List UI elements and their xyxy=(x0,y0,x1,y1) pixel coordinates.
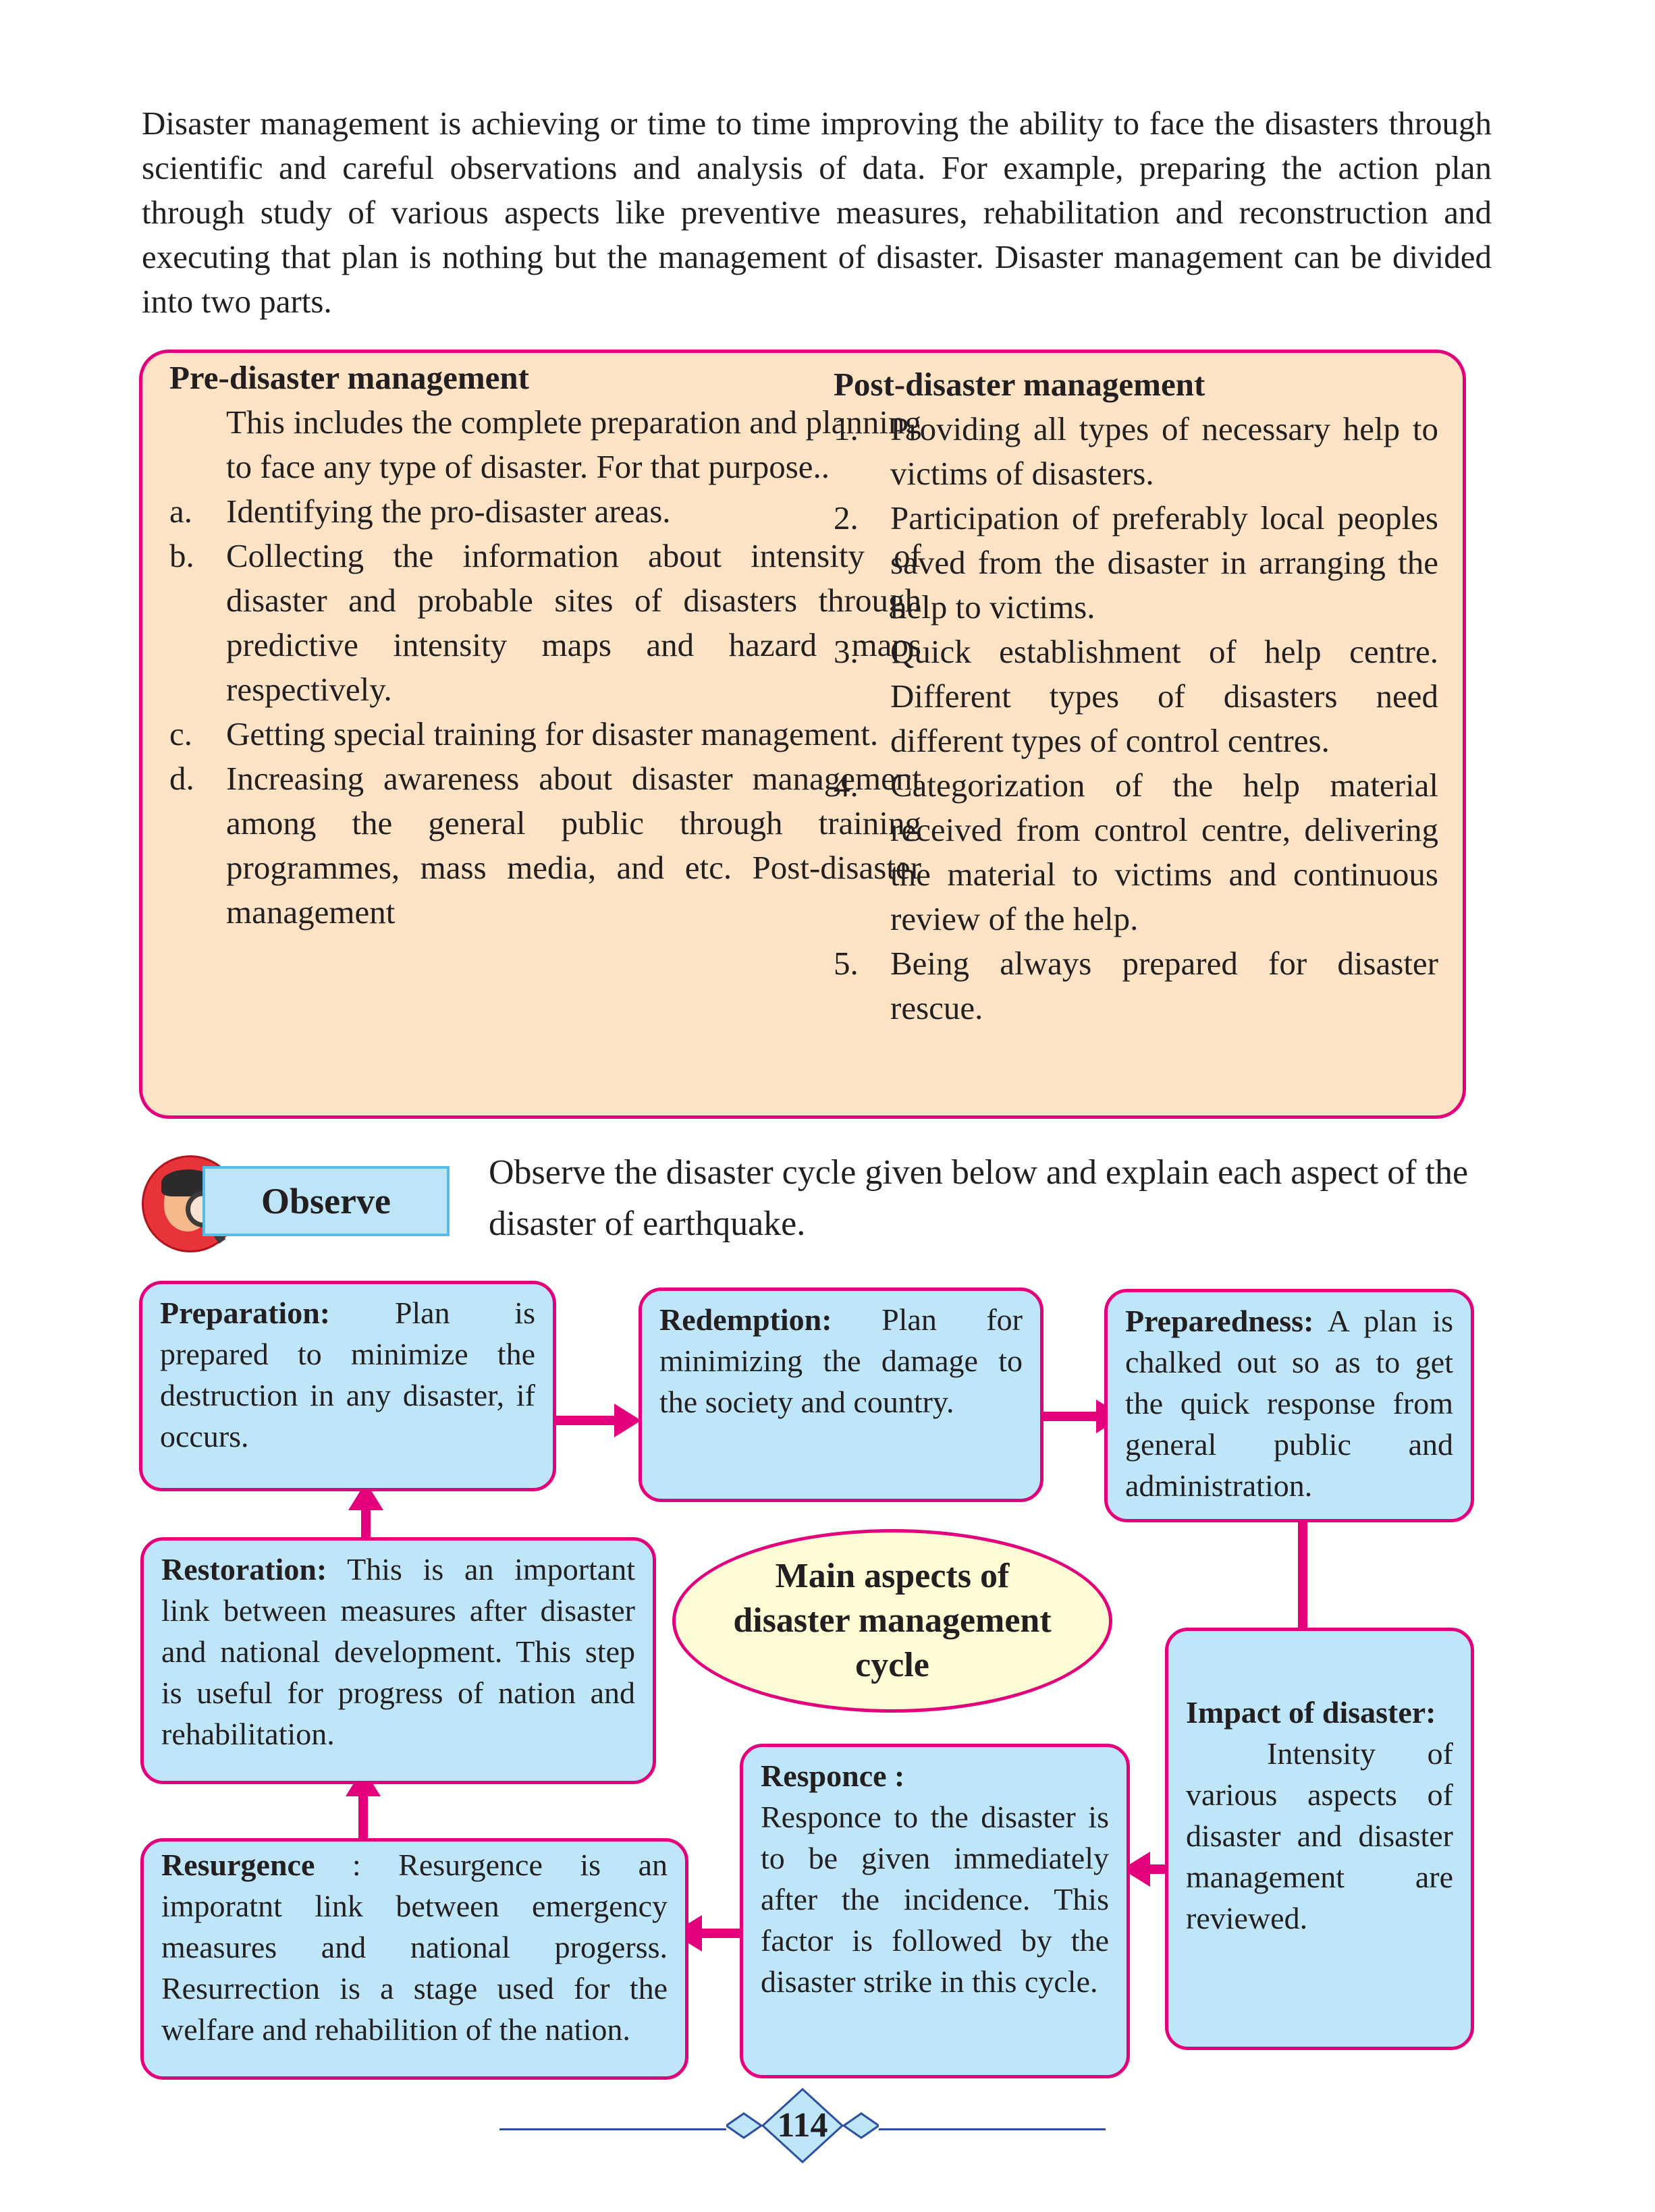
list-marker: 2. xyxy=(834,499,859,536)
pre-disaster-title: Pre-disaster management xyxy=(169,359,529,396)
list-item-text: Identifying the pro-disaster areas. xyxy=(226,493,671,530)
list-marker: 3. xyxy=(834,633,859,670)
list-marker: 1. xyxy=(834,410,859,447)
list-item: 2. Participation of preferably local peop… xyxy=(834,496,1438,630)
footer-rule-left xyxy=(499,2128,726,2130)
redemption-box: Redemption: Plan for minimizing the dama… xyxy=(639,1288,1043,1502)
preparation-title: Preparation: xyxy=(160,1296,331,1330)
cycle-center-label: Main aspects of disaster management cycl… xyxy=(733,1557,1052,1684)
list-item-text: Getting special training for disaster ma… xyxy=(226,715,879,752)
page-number: 114 xyxy=(777,2106,828,2145)
cycle-center-ellipse: Main aspects of disaster management cycl… xyxy=(672,1529,1112,1713)
list-item-text: Providing all types of necessary help to… xyxy=(890,410,1438,492)
list-item-text: Collecting the information about intensi… xyxy=(226,537,921,708)
resurgence-title: Resurgence xyxy=(161,1848,315,1882)
management-panel: Pre-disaster management This includes th… xyxy=(139,350,1466,1119)
restoration-title: Restoration: xyxy=(161,1552,327,1586)
post-disaster-list: 1. Providing all types of necessary help … xyxy=(834,407,1438,1030)
list-item-text: Being always prepared for disaster rescu… xyxy=(890,945,1438,1026)
pre-disaster-list: a. Identifying the pro-disaster areas. b.… xyxy=(169,489,921,935)
pre-disaster-column: Pre-disaster management This includes th… xyxy=(169,356,921,935)
preparedness-box: Preparedness: A plan is chalked out so a… xyxy=(1104,1289,1474,1522)
resurgence-text: : Resurgence is an imporatnt link betwee… xyxy=(161,1848,668,2047)
resurgence-box: Resurgence : Resurgence is an imporatnt … xyxy=(140,1838,688,2080)
list-marker: 5. xyxy=(834,945,859,982)
observe-instruction: Observe the disaster cycle given below a… xyxy=(489,1153,1469,1243)
list-item: c. Getting special training for disaster … xyxy=(169,712,921,756)
redemption-title: Redemption: xyxy=(659,1302,832,1337)
responce-text: Responce to the disaster is to be given … xyxy=(761,1800,1109,1999)
observe-tag: Observe xyxy=(202,1166,450,1236)
list-item: 4. Categorization of the help material re… xyxy=(834,763,1438,941)
preparation-box: Preparation: Plan is prepared to minimiz… xyxy=(139,1281,556,1491)
responce-title: Responce : xyxy=(761,1759,905,1793)
list-marker: 4. xyxy=(834,767,859,804)
page-number-badge xyxy=(726,2087,879,2164)
preparation-text: Plan is prepared to minimize the destruc… xyxy=(160,1296,535,1454)
list-item: 1. Providing all types of necessary help … xyxy=(834,407,1438,496)
list-marker: a. xyxy=(169,493,192,530)
restoration-text: This is an important link between measur… xyxy=(161,1552,635,1751)
list-item: b. Collecting the information about inten… xyxy=(169,534,921,712)
pre-disaster-lead: This includes the complete preparation a… xyxy=(226,404,921,485)
preparedness-title: Preparedness: xyxy=(1125,1304,1314,1338)
list-item: d. Increasing awareness about disaster ma… xyxy=(169,756,921,935)
post-disaster-title: Post-disaster management xyxy=(834,366,1205,403)
arrow-preparation-to-redemption xyxy=(556,1404,641,1437)
redemption-text: Plan for minimizing the damage to the so… xyxy=(659,1302,1023,1419)
list-marker: b. xyxy=(169,537,194,574)
responce-box: Responce : Responce to the disaster is t… xyxy=(740,1744,1130,2078)
preparedness-text: A plan is chalked out so as to get the q… xyxy=(1125,1304,1453,1503)
footer-rule-right xyxy=(879,2128,1106,2130)
intro-paragraph: Disaster management is achieving or time… xyxy=(142,105,1492,320)
post-disaster-column: Post-disaster management 1. Providing all… xyxy=(834,362,1438,1030)
list-item: 3. Quick establishment of help centre. Di… xyxy=(834,630,1438,763)
list-item-text: Categorization of the help material rece… xyxy=(890,767,1438,937)
impact-title: Impact of disaster: xyxy=(1186,1695,1436,1730)
list-item-text: Quick establishment of help centre. Diff… xyxy=(890,633,1438,759)
list-item: 5. Being always prepared for disaster res… xyxy=(834,941,1438,1030)
list-marker: c. xyxy=(169,715,192,752)
restoration-box: Restoration: This is an important link b… xyxy=(140,1537,656,1784)
list-item: a. Identifying the pro-disaster areas. xyxy=(169,489,921,534)
impact-box: Impact of disaster: Intensity of various… xyxy=(1165,1628,1474,2050)
list-item-text: Increasing awareness about disaster mana… xyxy=(226,760,921,931)
arrow-restoration-to-preparation xyxy=(348,1482,383,1539)
list-item-text: Participation of preferably local people… xyxy=(890,499,1438,626)
list-marker: d. xyxy=(169,760,194,797)
impact-text: Intensity of various aspects of disaster… xyxy=(1186,1736,1453,1935)
